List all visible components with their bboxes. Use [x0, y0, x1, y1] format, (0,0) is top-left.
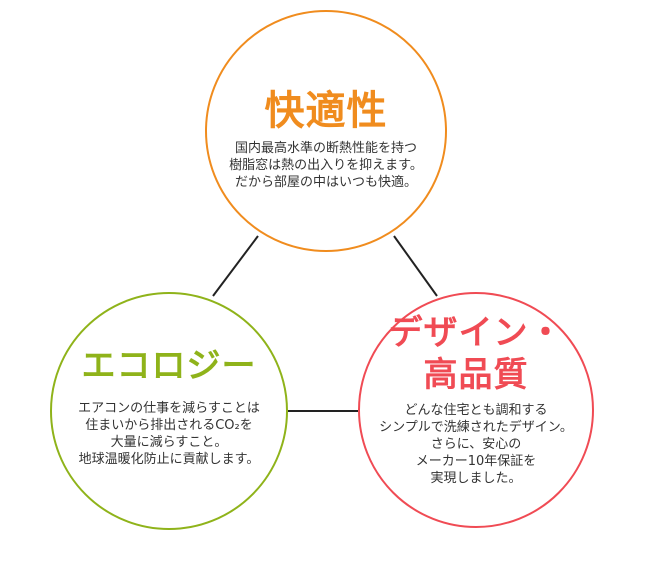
design-line: シンプルで洗練されたデザイン。 [379, 420, 573, 435]
ecology-line: 地球温暖化防止に貢献します。 [78, 452, 260, 467]
design-quality-circle: デザイン・ 高品質 どんな住宅とも調和する シンプルで洗練されたデザイン。 さら… [358, 292, 594, 528]
design-line: どんな住宅とも調和する [404, 403, 548, 418]
design-quality-title: デザイン・ 高品質 [360, 312, 592, 396]
connector-top-right [393, 235, 438, 297]
comfort-title: 快適性 [264, 88, 388, 134]
ecology-description: エアコンの仕事を減らすことは 住まいから排出されるCO₂を 大量に減らすこと。 … [52, 400, 286, 468]
connector-top-left [212, 235, 259, 297]
ecology-line: エアコンの仕事を減らすことは [78, 401, 260, 416]
ecology-title: エコロジー [81, 346, 257, 386]
design-line: メーカー10年保証を [415, 454, 537, 469]
design-title-line: デザイン・ [388, 313, 564, 353]
ecology-line: 大量に減らすこと。 [110, 435, 228, 450]
ecology-line: 住まいから排出されるCO₂を [85, 418, 253, 433]
design-line: さらに、安心の [430, 437, 522, 452]
comfort-description: 国内最高水準の断熱性能を持つ 樹脂窓は熱の出入りを抑えます。 だから部屋の中はい… [207, 140, 445, 191]
comfort-line: だから部屋の中はいつも快適。 [234, 175, 417, 190]
design-quality-description: どんな住宅とも調和する シンプルで洗練されたデザイン。 さらに、安心の メーカー… [360, 402, 592, 487]
design-title-line: 高品質 [423, 355, 529, 395]
comfort-line: 国内最高水準の断熱性能を持つ [234, 141, 417, 156]
design-line: 実現しました。 [430, 471, 522, 486]
comfort-line: 樹脂窓は熱の出入りを抑えます。 [229, 158, 423, 173]
comfort-circle: 快適性 国内最高水準の断熱性能を持つ 樹脂窓は熱の出入りを抑えます。 だから部屋… [205, 10, 447, 252]
ecology-circle: エコロジー エアコンの仕事を減らすことは 住まいから排出されるCO₂を 大量に減… [50, 292, 288, 530]
